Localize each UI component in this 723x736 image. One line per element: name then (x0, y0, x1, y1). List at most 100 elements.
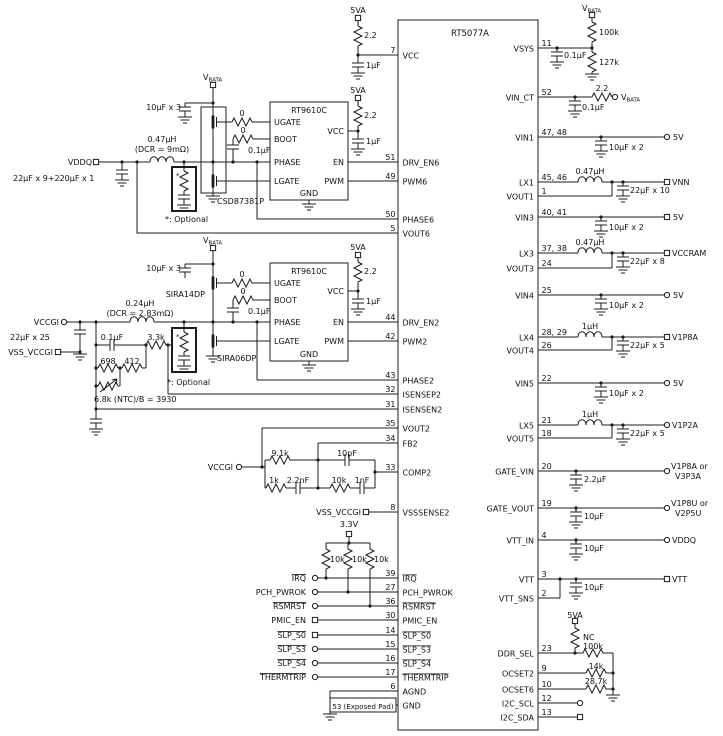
ic-pin-name-gnd: GND (403, 702, 421, 711)
junction-dots (78, 46, 625, 691)
rail-5v-vin1: 5V (673, 133, 684, 142)
ic-pin-name-ddr_sel: DDR_SEL (498, 650, 535, 659)
c-vout3: 22µF x 8 (630, 257, 665, 266)
5va-driver1-terminal (354, 94, 362, 102)
c-vin5: 10µF x 2 (609, 389, 644, 398)
ic-pin-name-vcc: VCC (403, 52, 420, 61)
ic-pin-num-vout6: 5 (390, 224, 395, 233)
slp-s3-terminal-label: SLP_S3 (277, 645, 306, 654)
5v-vin3-terminal (663, 213, 671, 221)
ic-pin-num-fb2: 34 (385, 434, 395, 443)
ic-pin-name-vtt: VTT (519, 576, 534, 585)
ic-pin-num-vin_ct: 52 (542, 88, 552, 97)
ic-pin-num-slp_s3: 15 (385, 640, 395, 649)
c-vinct: 0.1µF (582, 103, 605, 112)
l-vout3: 0.47µH (576, 238, 605, 247)
vbata2-label: VBATA (203, 236, 222, 247)
input-caps1-label: 10µF x 3 (146, 103, 181, 112)
ic-pin-name-i2c_sda: I2C_SDA (500, 714, 534, 723)
c-5va-driver2: 1µF (366, 297, 381, 306)
ic-pin-name-slp_s3: SLP_S3 (403, 646, 432, 655)
vccgi-caps-label: 22µF x 25 (10, 333, 50, 342)
r-vinct: 2.2 (596, 84, 609, 93)
driver2-partnum: RT9610C (291, 267, 327, 276)
c-5va-vcc: 1µF (366, 61, 381, 70)
ic-pin-name-thermtrip: THERMTRIP (402, 674, 449, 683)
r-5va-vcc: 2.2 (364, 31, 377, 40)
driver1-pin-gnd: GND (300, 189, 318, 198)
ic-pin-name-drv_en6: DRV_EN6 (403, 159, 440, 168)
pullup-10k-1: 10k (330, 555, 345, 564)
r-comp-1k: 1k (269, 476, 279, 485)
driver2-pin-en: EN (333, 318, 344, 327)
main-ic-name: RT5077A (451, 29, 489, 39)
ic-pin-name-vin4: VIN4 (515, 292, 534, 301)
rail-5v-vin4: 5V (673, 291, 684, 300)
ic-pin-num-pch_pwrok: 27 (385, 583, 395, 592)
supply-5va-ddr: 5VA (567, 611, 583, 620)
vss-vccgi-terminal (54, 348, 62, 356)
v1p2a-terminal (663, 421, 671, 429)
ic-pin-num-vout1: 1 (542, 187, 547, 196)
fet-pair1-partnum: CSD87381P (217, 197, 264, 206)
ic-pin-num-i2c_sda: 13 (542, 708, 552, 717)
exposed-pad-box (329, 697, 397, 713)
ic-pin-name-vout6: VOUT6 (403, 230, 430, 239)
input-caps2-label: 10µF x 3 (146, 264, 181, 273)
ic-pin-num-rsmrst: 36 (385, 597, 395, 606)
vddq-rail-terminal (663, 536, 671, 544)
rsmrst-terminal-label: RSMRST (273, 602, 306, 611)
slp-s0-terminal (311, 631, 319, 639)
ic-pin-name-lx5: LX5 (519, 422, 534, 431)
pullup-10k-3: 10k (374, 555, 389, 564)
ic-pin-num-ocset6: 10 (542, 680, 552, 689)
ic-pin-num-isensen2: 31 (385, 400, 395, 409)
r-127k-vsys: 127k (599, 58, 619, 67)
ic-pin-name-i2c_scl: I2C_SCL (502, 700, 535, 709)
ic-pin-num-vin5: 22 (542, 374, 552, 383)
v1p8a-terminal (663, 333, 671, 341)
driver1-pin-phase: PHASE (274, 158, 300, 167)
gatevin-rail-label1: V1P8A or (671, 462, 708, 471)
driver1-pin-vcc: VCC (327, 127, 344, 136)
vccgi2-terminal (235, 463, 243, 471)
vccram-terminal (663, 249, 671, 257)
ntc-arrow (99, 378, 118, 393)
ic-pin-name-vsys: VSYS (513, 45, 534, 54)
c-vtt: 10µF (584, 583, 604, 592)
inductor1-dcr: (DCR = 9mΩ) (135, 145, 189, 154)
ic-pin-name-vout3: VOUT3 (507, 265, 534, 274)
c-vttin: 10µF (584, 544, 604, 553)
c-comp-22nf: 2.2nF (287, 476, 310, 485)
v1p2a-rail-label: V1P2A (672, 421, 698, 430)
r-14k-ocset2: 14k (589, 662, 604, 671)
vddq-rail-label: VDDQ (672, 536, 696, 545)
l-vout4: 1µH (582, 322, 598, 331)
optional1-label: *: Optional (165, 215, 208, 224)
slp-s4-terminal (311, 659, 319, 667)
optional2-star: * (176, 333, 180, 341)
r-boot1-value: 0 (240, 126, 245, 135)
ic-pin-num-vout2: 35 (385, 419, 395, 428)
c-comp-10pf: 10pF (337, 449, 357, 458)
5va-vcc-terminal (354, 14, 362, 22)
ic-pin-num-lx5: 21 (542, 416, 552, 425)
ic-pin-name-vtt_sns: VTT_SNS (499, 595, 534, 604)
i2c-sda-terminal (576, 713, 584, 721)
ic-pin-num-vcc: 7 (390, 46, 395, 55)
l-vout1: 0.47µH (576, 167, 605, 176)
c-vin1: 10µF x 2 (609, 143, 644, 152)
vbata-vinct-terminal (611, 93, 619, 101)
vccgi-terminal (60, 318, 68, 326)
ic-pin-name-vout2: VOUT2 (403, 425, 430, 434)
slp-s0-terminal-label: SLP_S0 (277, 631, 306, 640)
ic-pin-name-vout4: VOUT4 (507, 347, 534, 356)
sense-res-value: 3.3k (147, 333, 165, 342)
driver2-pin-boot: BOOT (274, 296, 297, 305)
ic-pin-name-comp2: COMP2 (403, 469, 432, 478)
boot-cap2-value: 0.1µF (248, 307, 271, 316)
vnn-rail-label: VNN (672, 178, 689, 187)
